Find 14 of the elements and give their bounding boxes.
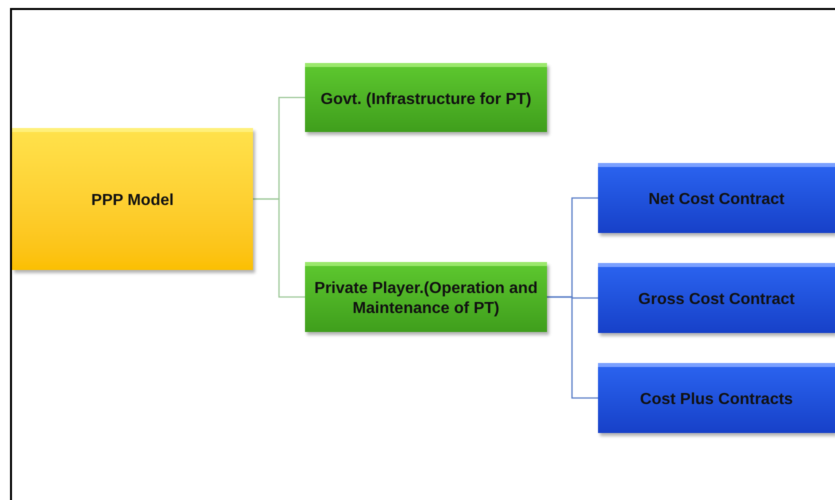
process-box [598,163,835,233]
process-box [598,263,835,333]
process-box [598,363,835,433]
box-label: Gross Cost Contract [638,290,795,310]
process-box [305,63,547,132]
process-box [305,262,547,332]
connector-line [253,198,305,298]
box-label: Private Player.(Operation and Maintenance of PT) [313,279,539,319]
connector-line [547,296,598,399]
process-box [12,128,253,270]
box-label: PPP Model [91,191,174,211]
box-label: Govt. (Infrastructure for PT) [320,90,532,110]
box-label: Net Cost Contract [648,190,784,210]
box-label: Cost Plus Contracts [640,390,793,410]
